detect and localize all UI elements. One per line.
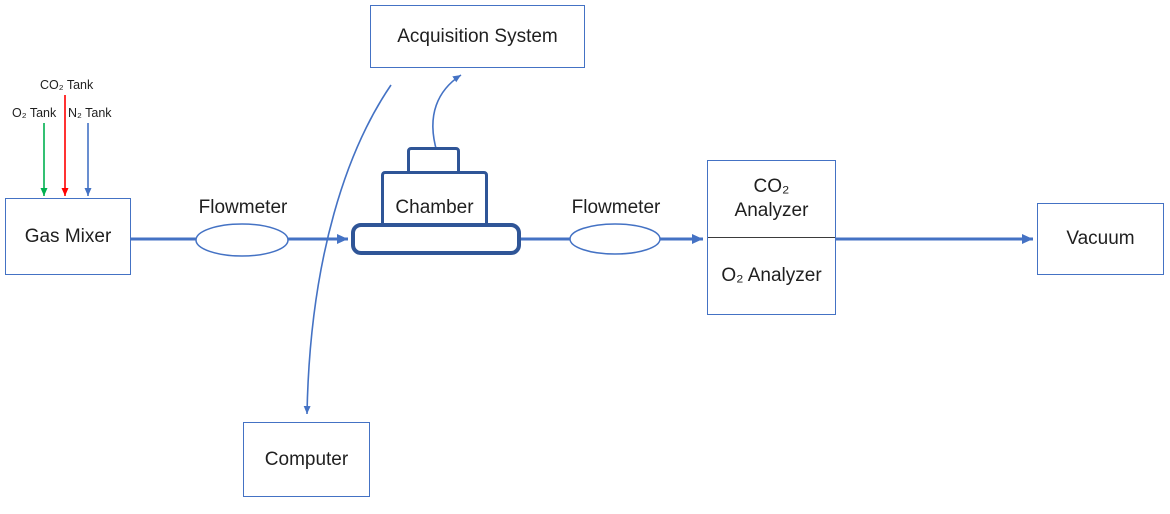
analyzer-box: CO₂ Analyzer O₂ Analyzer [707, 160, 836, 315]
chamber-body [381, 171, 488, 228]
co2-analyzer-cell: CO₂ Analyzer [708, 161, 835, 237]
flowmeter-right-ellipse [569, 223, 661, 255]
flowmeter-left-label: Flowmeter [198, 197, 288, 218]
co2-analyzer-line1: CO₂ [753, 176, 790, 198]
computer-box: Computer [243, 422, 370, 497]
co2-analyzer-line2: Analyzer [734, 200, 809, 221]
acquisition-system-box: Acquisition System [370, 5, 585, 68]
vacuum-box: Vacuum [1037, 203, 1164, 275]
acquisition-to-computer-curve [303, 84, 392, 415]
chamber-label: Chamber [395, 197, 474, 218]
chamber-to-acquisition-curve [432, 74, 462, 153]
n2-tank-label: N₂ Tank [68, 106, 112, 120]
o2-analyzer-label: O₂ Analyzer [721, 265, 822, 287]
vacuum-label: Vacuum [1066, 228, 1135, 249]
analyzer-divider [708, 237, 835, 238]
co2-tank-label: CO₂ Tank [40, 78, 94, 92]
flowmeter-left-ellipse [195, 223, 289, 257]
gas-mixer-box: Gas Mixer [5, 198, 131, 275]
chamber-base [351, 223, 521, 255]
o2-analyzer-cell: O₂ Analyzer [708, 238, 835, 314]
flowmeter-right-label: Flowmeter [571, 197, 661, 218]
computer-label: Computer [264, 448, 349, 470]
acquisition-system-label: Acquisition System [397, 25, 558, 47]
o2-tank-label: O₂ Tank [12, 106, 57, 120]
gas-mixer-label: Gas Mixer [24, 225, 112, 247]
